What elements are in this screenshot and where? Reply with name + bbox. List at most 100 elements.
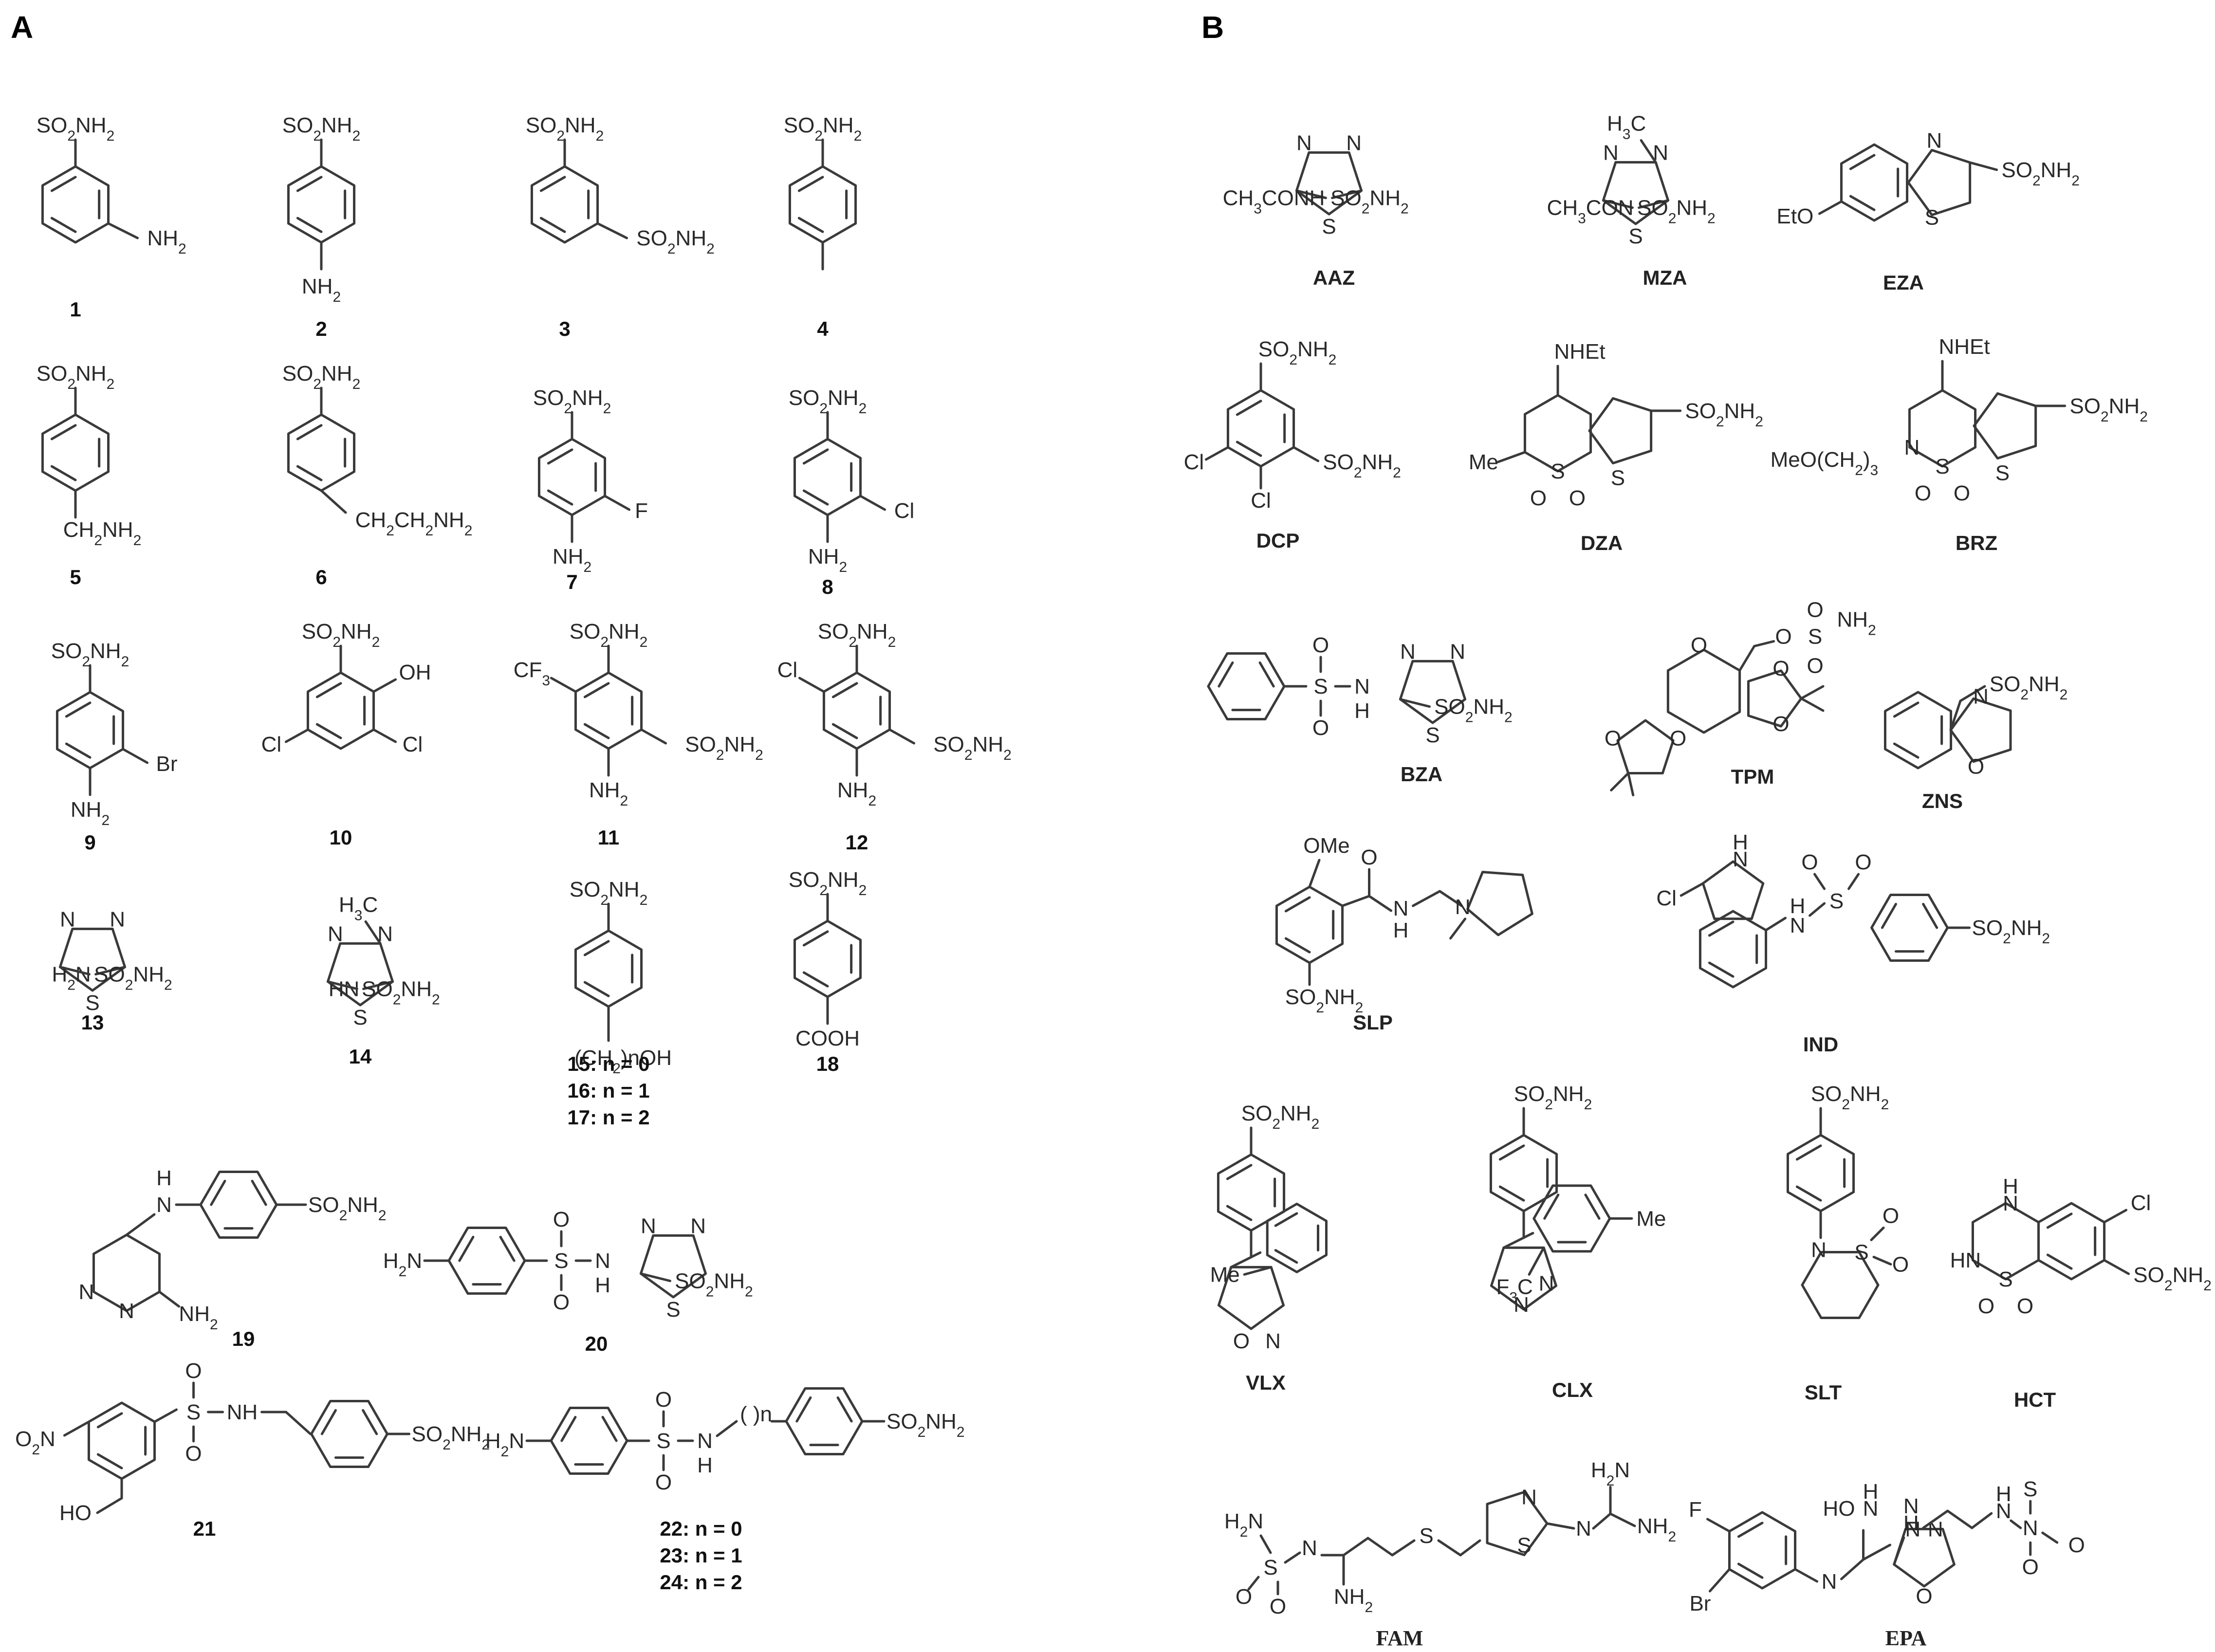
- bond: [1753, 640, 1775, 647]
- bond: [1809, 902, 1826, 917]
- atom-label: O: [1530, 486, 1547, 510]
- bond: [296, 465, 323, 481]
- bond: [96, 1412, 123, 1429]
- bond: [125, 1213, 156, 1236]
- ring-bond: [1588, 397, 1653, 465]
- atom-label: SO2NH2: [570, 620, 648, 650]
- compound-abbreviation: TPM: [1731, 765, 1774, 788]
- atom-label: O: [1915, 481, 1931, 505]
- atom-label: O: [185, 1442, 202, 1466]
- bond: [1274, 1212, 1298, 1227]
- bond: [50, 176, 77, 192]
- bond: [1610, 772, 1630, 792]
- atom-label: F: [1689, 1498, 1702, 1522]
- bond: [2010, 1519, 2022, 1529]
- ring-bond: [1399, 660, 1467, 724]
- bond: [2046, 1253, 2073, 1270]
- atom-label: S: [1998, 1267, 2012, 1291]
- compound-number: 5: [70, 566, 81, 588]
- compound-abbreviation: IND: [1803, 1033, 1838, 1056]
- bond: [65, 701, 92, 718]
- compound-number: 21: [193, 1517, 216, 1540]
- n-value-note: 16: n = 1: [567, 1079, 649, 1102]
- bond: [1341, 895, 1371, 907]
- compound-abbreviation: AAZ: [1313, 266, 1355, 289]
- bond: [320, 489, 347, 514]
- atom-label: O: [185, 1359, 202, 1383]
- ring-bond: [1701, 860, 1765, 920]
- bond: [1813, 873, 1826, 890]
- bond: [1546, 1522, 1575, 1530]
- bond: [640, 728, 667, 745]
- compound-abbreviation: DZA: [1581, 532, 1623, 554]
- compound-number: 8: [822, 575, 833, 598]
- atom-label: H: [1863, 1480, 1879, 1504]
- atom-label: S: [1935, 455, 1949, 478]
- bond: [58, 966, 91, 976]
- bond: [1971, 1512, 1993, 1529]
- compound-number: 6: [315, 566, 327, 588]
- n-value-note: 15: n = 0: [567, 1052, 649, 1075]
- atom-label: N: [1904, 436, 1920, 459]
- bond: [315, 723, 342, 739]
- compound-number: 11: [598, 826, 619, 849]
- atom-label: NH2: [1637, 1514, 1676, 1545]
- bond: [364, 920, 382, 945]
- atom-label: SO2NH2: [789, 386, 867, 417]
- bond: [158, 1290, 181, 1308]
- ring-bond: [1490, 1246, 1558, 1311]
- bond: [1922, 902, 1938, 929]
- bond: [362, 980, 394, 991]
- atom-label: O: [2022, 1555, 2039, 1579]
- atom-label: H: [2003, 1175, 2018, 1198]
- bond: [1226, 1164, 1253, 1180]
- compound-abbreviation: SLT: [1805, 1381, 1842, 1404]
- atom-label: SO2NH2: [675, 1269, 753, 1300]
- bond: [716, 1420, 738, 1437]
- compound-number: 4: [817, 317, 829, 340]
- molecule-layer: SO2NH2NH21SO2NH2NH22SO2NH2SO2NH23SO2NH24…: [15, 111, 2212, 1650]
- ring-bond: [1602, 161, 1670, 225]
- atom-label: O: [1361, 845, 1377, 869]
- atom-label: N: [1576, 1517, 1591, 1541]
- bond: [1840, 1558, 1865, 1580]
- ring-bond: [1523, 394, 1592, 473]
- ring-bond: [326, 942, 394, 1007]
- atom-label: Br: [1689, 1592, 1711, 1615]
- bond: [547, 489, 573, 506]
- atom-label: Br: [156, 752, 178, 776]
- atom-label: O: [553, 1208, 570, 1231]
- atom-label: H: [697, 1453, 713, 1477]
- bond: [96, 1453, 123, 1469]
- atom-label: SO2NH2: [789, 868, 867, 899]
- compound-abbreviation: VLX: [1246, 1371, 1286, 1394]
- bond: [1870, 1226, 1885, 1241]
- atom-label: Me: [1210, 1263, 1240, 1286]
- ring-bond: [310, 1399, 389, 1468]
- compound-number: 14: [349, 1045, 372, 1068]
- atom-label: O: [1954, 481, 1970, 505]
- atom-label: Cl: [894, 499, 915, 523]
- bond: [1969, 161, 1998, 171]
- bond: [1292, 446, 1320, 462]
- atom-label: S: [1550, 459, 1565, 483]
- atom-label: S: [1425, 723, 1440, 747]
- bond: [499, 1235, 516, 1262]
- bond: [107, 222, 139, 239]
- compound-abbreviation: ZNS: [1922, 789, 1963, 812]
- atom-label: N: [1455, 895, 1471, 919]
- bond: [296, 176, 323, 192]
- bond: [122, 748, 149, 764]
- atom-label: O: [1916, 1584, 1932, 1608]
- atom-label: N: [1996, 1499, 2012, 1523]
- bond: [1502, 1231, 1534, 1249]
